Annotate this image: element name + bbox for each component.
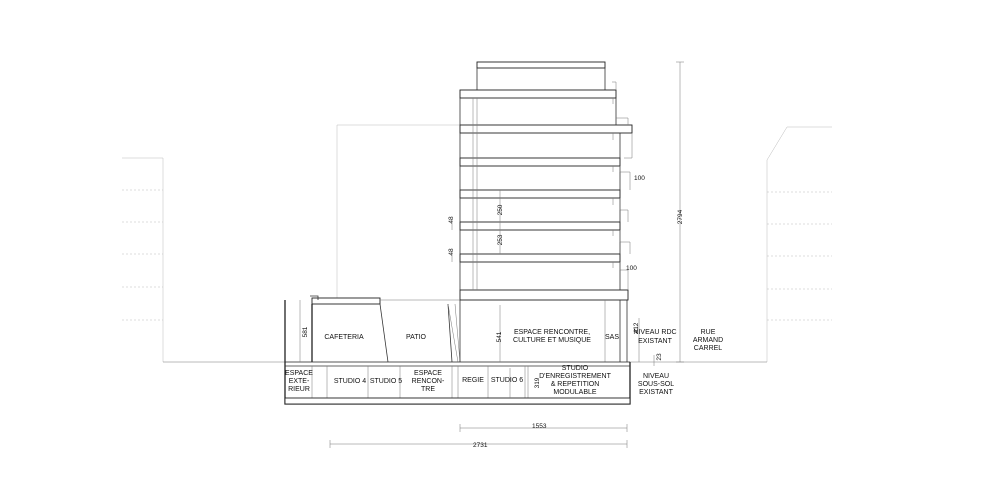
room-labels: CAFETERIA PATIO ESPACE RENCONTRE, CULTUR… <box>285 329 723 396</box>
label-studio-enregistrement-1: STUDIO <box>562 365 589 372</box>
label-studio-enregistrement-2: D'ENREGISTREMENT <box>539 373 611 380</box>
label-studio-4: STUDIO 4 <box>334 378 366 385</box>
dim-2731: 2731 <box>473 442 488 449</box>
dimension-lines <box>299 61 684 448</box>
label-niveau-rdc-2: EXISTANT <box>638 338 672 345</box>
label-sous-sol-1: NIVEAU <box>643 373 669 380</box>
basement <box>284 362 631 405</box>
label-sas: SAS <box>605 334 619 341</box>
label-cafeteria: CAFETERIA <box>324 334 364 341</box>
dim-23: 23 <box>656 353 663 361</box>
label-niveau-rdc-1: NIVEAU RDC <box>633 329 676 336</box>
label-espace-rencontre-culture-2: CULTURE ET MUSIQUE <box>513 337 591 344</box>
dim-319: 319 <box>534 377 541 388</box>
label-rencontre-2: RENCON- <box>412 378 445 385</box>
label-rue-1: RUE <box>701 329 716 336</box>
dim-253: 253 <box>497 234 504 245</box>
label-espace-exterieur-1: ESPACE <box>285 370 313 377</box>
dim-250: 250 <box>497 204 504 215</box>
dim-1553: 1553 <box>532 423 547 430</box>
ground-floor <box>284 295 630 363</box>
tower <box>459 61 633 301</box>
dim-541: 541 <box>496 331 503 342</box>
label-studio-enregistrement-3: & REPETITION <box>551 381 600 388</box>
label-regie: REGIE <box>462 377 484 384</box>
dim-48-b: 48 <box>448 248 455 256</box>
dim-48-a: 48 <box>448 216 455 224</box>
label-patio: PATIO <box>406 334 427 341</box>
dim-581: 581 <box>302 326 309 337</box>
back-building-outline <box>336 124 460 299</box>
label-rue-2: ARMAND <box>693 337 723 344</box>
neighbour-building-right <box>766 126 832 362</box>
label-espace-rencontre-culture-1: ESPACE RENCONTRE, <box>514 329 590 336</box>
dimension-labels: 100 100 250 253 48 48 2794 581 541 412 2… <box>302 175 684 449</box>
label-rencontre-3: TRE <box>421 386 435 393</box>
dim-2794: 2794 <box>677 209 684 224</box>
label-studio-enregistrement-4: MODULABLE <box>553 389 597 396</box>
label-rue-3: CARREL <box>694 345 723 352</box>
label-espace-exterieur-2: EXTE- <box>289 378 310 385</box>
label-rencontre-1: ESPACE <box>414 370 442 377</box>
dim-100-bottom: 100 <box>626 265 637 272</box>
label-studio-5: STUDIO 5 <box>370 378 402 385</box>
label-sous-sol-3: EXISTANT <box>639 389 673 396</box>
dim-412: 412 <box>633 322 640 333</box>
label-studio-6: STUDIO 6 <box>491 377 523 384</box>
neighbour-building-left <box>122 157 164 362</box>
label-sous-sol-2: SOUS-SOL <box>638 381 674 388</box>
dim-100-top: 100 <box>634 175 645 182</box>
label-espace-exterieur-3: RIEUR <box>288 386 310 393</box>
